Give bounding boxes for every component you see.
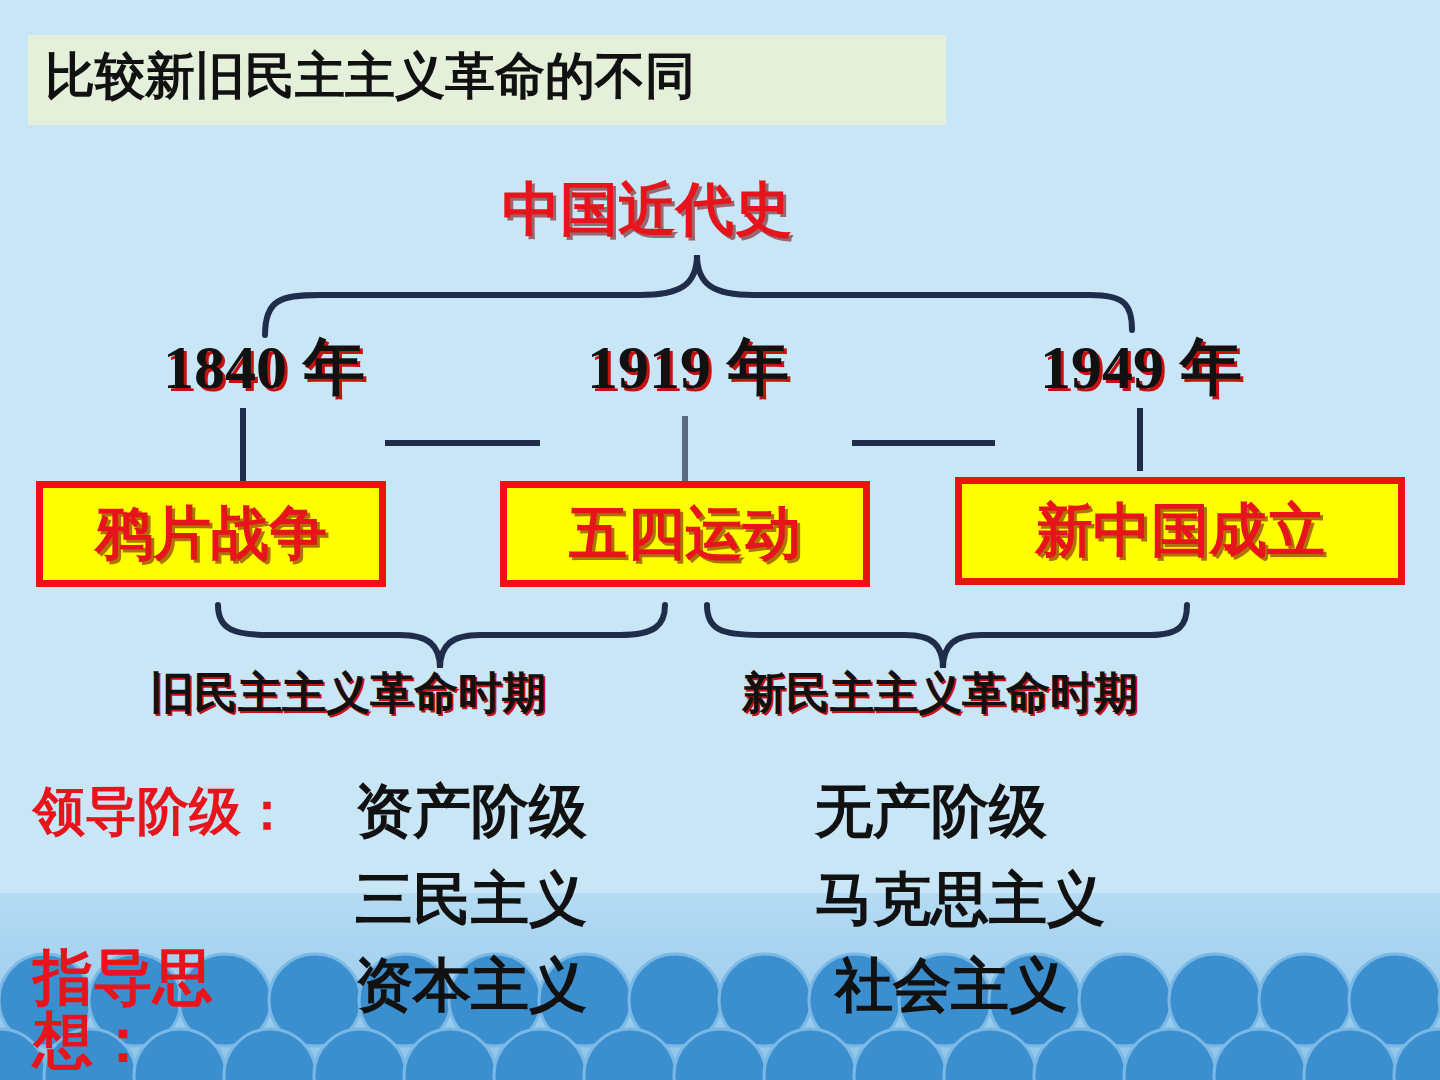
period-label: 新民主主义革命时期	[742, 668, 1138, 719]
wave-circle	[1304, 1029, 1396, 1080]
leader-lines	[243, 408, 1140, 481]
braces	[218, 255, 1187, 668]
wave-circle	[674, 1029, 766, 1080]
year-label: 1949 年	[1040, 332, 1242, 403]
wave-circle	[1124, 1029, 1216, 1080]
wave-circle	[404, 1029, 496, 1080]
table-cell: 资产阶级	[355, 778, 587, 845]
wave-circle	[1034, 1029, 1126, 1080]
table-cell: 三民主义	[355, 866, 587, 933]
old-period-brace	[218, 605, 665, 668]
dash-line	[852, 440, 995, 446]
main-heading: 中国近代史	[502, 176, 792, 243]
year-label: 1919 年	[587, 332, 789, 403]
event-name: 鸦片战争	[95, 502, 327, 566]
event-box: 鸦片战争	[36, 481, 386, 587]
wave-circle	[1214, 1029, 1306, 1080]
top-brace	[265, 255, 1132, 335]
event-name: 新中国成立	[1035, 499, 1325, 563]
leader-line	[682, 416, 688, 481]
leader-line	[1137, 408, 1143, 471]
row-heading: 指导思想：	[33, 946, 273, 1072]
wave-circle	[224, 1029, 316, 1080]
wave-circle	[314, 1029, 406, 1080]
wave-pattern	[0, 954, 1440, 1080]
table-cell: 社会主义	[835, 952, 1067, 1019]
wave-circle	[494, 1029, 586, 1080]
dash-line	[385, 440, 540, 446]
wave-circle	[764, 1029, 856, 1080]
event-name: 五四运动	[569, 502, 801, 566]
title-panel	[28, 35, 946, 125]
table-cell: 无产阶级	[815, 778, 1047, 845]
wave-circle	[854, 1029, 946, 1080]
row-heading: 领导阶级：	[33, 782, 293, 842]
event-box: 五四运动	[500, 481, 870, 587]
period-label: 旧民主主义革命时期	[150, 668, 546, 719]
leader-line	[240, 408, 246, 481]
slide-title: 比较新旧民主主义革命的不同	[45, 48, 695, 106]
new-period-brace	[707, 605, 1187, 668]
table-cell: 资本主义	[355, 952, 587, 1019]
year-label: 1840 年	[163, 332, 365, 403]
wave-circle	[584, 1029, 676, 1080]
wave-circle	[1394, 1029, 1440, 1080]
wave-circle	[944, 1029, 1036, 1080]
table-cell: 马克思主义	[815, 866, 1105, 933]
event-box: 新中国成立	[955, 477, 1405, 585]
